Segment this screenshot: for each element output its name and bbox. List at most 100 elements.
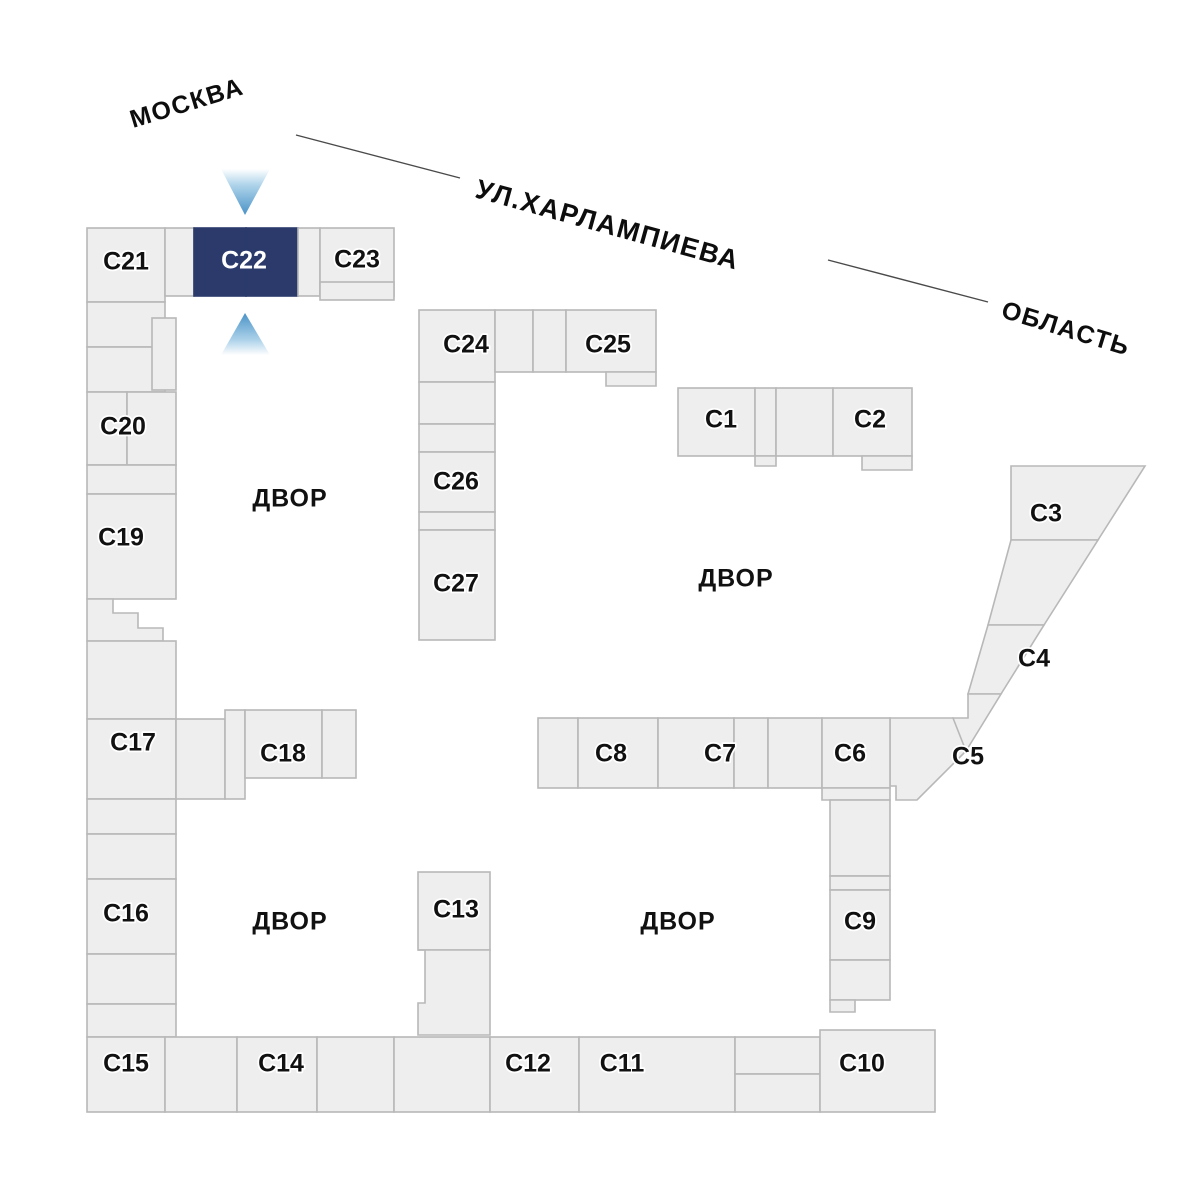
block-shape-C9-north[interactable]	[829, 799, 891, 877]
block-shape-C6[interactable]	[821, 717, 891, 789]
block-shape-left-a7[interactable]	[86, 953, 177, 1005]
block-shape-C2-west[interactable]	[775, 387, 834, 457]
block-shape-C18-east[interactable]	[321, 709, 357, 779]
block-shape-C9-south[interactable]	[829, 959, 891, 1001]
block-label-C3[interactable]: C3	[1028, 498, 1063, 530]
yard-labels-group: ДВОР ДВОР ДВОР ДВОР	[252, 485, 773, 936]
block-shape-C13[interactable]	[417, 871, 491, 951]
block-label-C22[interactable]: C22	[219, 245, 268, 277]
c18-group: C18	[224, 709, 357, 800]
yard-label-sw: ДВОР	[252, 908, 327, 936]
block-shape-center-a1[interactable]	[418, 381, 496, 425]
block-shape-center-a2[interactable]	[418, 423, 496, 453]
block-shape-C9-band[interactable]	[829, 875, 891, 891]
block-shape-C21[interactable]	[86, 227, 166, 303]
block-shape-C8[interactable]	[577, 717, 659, 789]
block-label-C26[interactable]: C26	[431, 466, 480, 498]
block-label-C24[interactable]: C24	[441, 329, 490, 361]
block-shape-top-gap1[interactable]	[164, 227, 195, 297]
block-shape-C10[interactable]	[819, 1029, 936, 1113]
block-shape-C22-b[interactable]	[245, 227, 299, 297]
block-shape-C3-south[interactable]	[986, 539, 1100, 626]
block-label-C17[interactable]: C17	[108, 727, 157, 759]
block-label-C11[interactable]: C11	[598, 1048, 646, 1080]
bottom-row-group	[86, 1029, 936, 1113]
block-label-C1[interactable]: C1	[703, 404, 739, 436]
block-shape-left-a6[interactable]	[86, 833, 177, 880]
block-label-C6[interactable]: C6	[832, 738, 867, 770]
block-shape-left-a8[interactable]	[86, 1003, 177, 1038]
block-shape-C9-foot[interactable]	[829, 999, 856, 1013]
block-shape-C1[interactable]	[677, 387, 756, 457]
block-label-C4[interactable]: C4	[1016, 643, 1052, 675]
block-shape-center-a3[interactable]	[418, 511, 496, 531]
block-label-C12[interactable]: C12	[503, 1048, 552, 1080]
block-shape-C7-east[interactable]	[733, 717, 769, 789]
block-shape-C14[interactable]	[236, 1036, 318, 1113]
block-shape-C11-east-bot[interactable]	[734, 1073, 821, 1113]
block-shape-C25-west[interactable]	[532, 309, 567, 373]
block-shape-C25-foot[interactable]	[605, 371, 657, 387]
block-shape-C27[interactable]	[418, 529, 496, 641]
block-label-C21[interactable]: C21	[101, 246, 150, 278]
block-label-C5[interactable]: C5	[950, 741, 986, 773]
block-shape-C6-west[interactable]	[767, 717, 823, 789]
center-wing-group	[418, 309, 657, 641]
block-label-C16[interactable]: C16	[101, 898, 150, 930]
block-shape-C17-east[interactable]	[175, 718, 226, 800]
block-shape-C13-south[interactable]	[417, 949, 491, 1036]
block-shape-C14-east[interactable]	[316, 1036, 395, 1113]
block-shape-C11[interactable]	[578, 1036, 736, 1113]
block-shape-left-a3[interactable]	[86, 464, 177, 495]
block-shape-C11-east-top[interactable]	[734, 1036, 821, 1075]
block-shape-C19[interactable]	[86, 493, 177, 600]
direction-label-end: ОБЛАСТЬ	[998, 296, 1133, 362]
block-label-C23[interactable]: C23	[332, 244, 381, 276]
block-shape-C20-right[interactable]	[126, 391, 177, 466]
block-shape-C1-east[interactable]	[754, 387, 777, 457]
left-wing-group	[86, 227, 226, 1038]
block-shape-left-a5[interactable]	[86, 798, 177, 835]
block-label-C25[interactable]: C25	[583, 329, 632, 361]
block-shape-C6-foot[interactable]	[821, 787, 891, 801]
block-label-C15[interactable]: C15	[101, 1048, 150, 1080]
block-shape-C24[interactable]	[418, 309, 496, 383]
block-label-C20[interactable]: C20	[98, 411, 147, 443]
block-shape-C24-east[interactable]	[494, 309, 534, 373]
block-shape-C2-foot[interactable]	[861, 455, 913, 471]
block-shape-C1-foot[interactable]	[754, 455, 777, 467]
top-row-group	[164, 227, 395, 301]
block-label-C7[interactable]: C7	[702, 738, 737, 770]
block-shape-C9[interactable]	[829, 889, 891, 961]
block-shape-top-gap2[interactable]	[297, 227, 321, 297]
block-shape-C19-step[interactable]	[86, 598, 164, 642]
block-label-C9[interactable]: C9	[842, 906, 877, 938]
block-shape-left-a4[interactable]	[86, 640, 177, 720]
block-shape-C18-west[interactable]	[224, 709, 246, 800]
block-shape-C25[interactable]	[565, 309, 657, 373]
block-label-C27[interactable]: C27	[431, 568, 480, 600]
block-shape-C15[interactable]	[86, 1036, 166, 1113]
block-shape-C8-west[interactable]	[537, 717, 579, 789]
block-label-C14[interactable]: C14	[256, 1048, 305, 1080]
block-shape-C22-a[interactable]	[193, 227, 247, 297]
block-shape-C26[interactable]	[418, 451, 496, 513]
block-label-C2[interactable]: C2	[852, 404, 887, 436]
block-label-C13[interactable]: C13	[431, 894, 480, 926]
block-shape-C15-east[interactable]	[164, 1036, 238, 1113]
block-shape-C18[interactable]	[244, 709, 323, 779]
block-shape-left-spur1[interactable]	[151, 317, 177, 391]
block-label-C10[interactable]: C10	[837, 1048, 886, 1080]
block-labels-group: C1 C2 C3 C4 C5 C6 C7 C8 C9 C10 C11 C12 C…	[96, 244, 1063, 1080]
block-shape-C23-foot[interactable]	[319, 281, 395, 301]
block-shape-C16[interactable]	[86, 878, 177, 955]
block-label-C18-top[interactable]: C18	[258, 738, 307, 770]
block-label-C19[interactable]: C19	[96, 522, 145, 554]
leader-line-left	[295, 134, 461, 179]
yard-label-ne: ДВОР	[698, 565, 773, 593]
block-shape-C12-west[interactable]	[393, 1036, 491, 1113]
block-shape-C2[interactable]	[832, 387, 913, 457]
block-shape-C12[interactable]	[489, 1036, 580, 1113]
block-label-C8[interactable]: C8	[593, 738, 629, 770]
